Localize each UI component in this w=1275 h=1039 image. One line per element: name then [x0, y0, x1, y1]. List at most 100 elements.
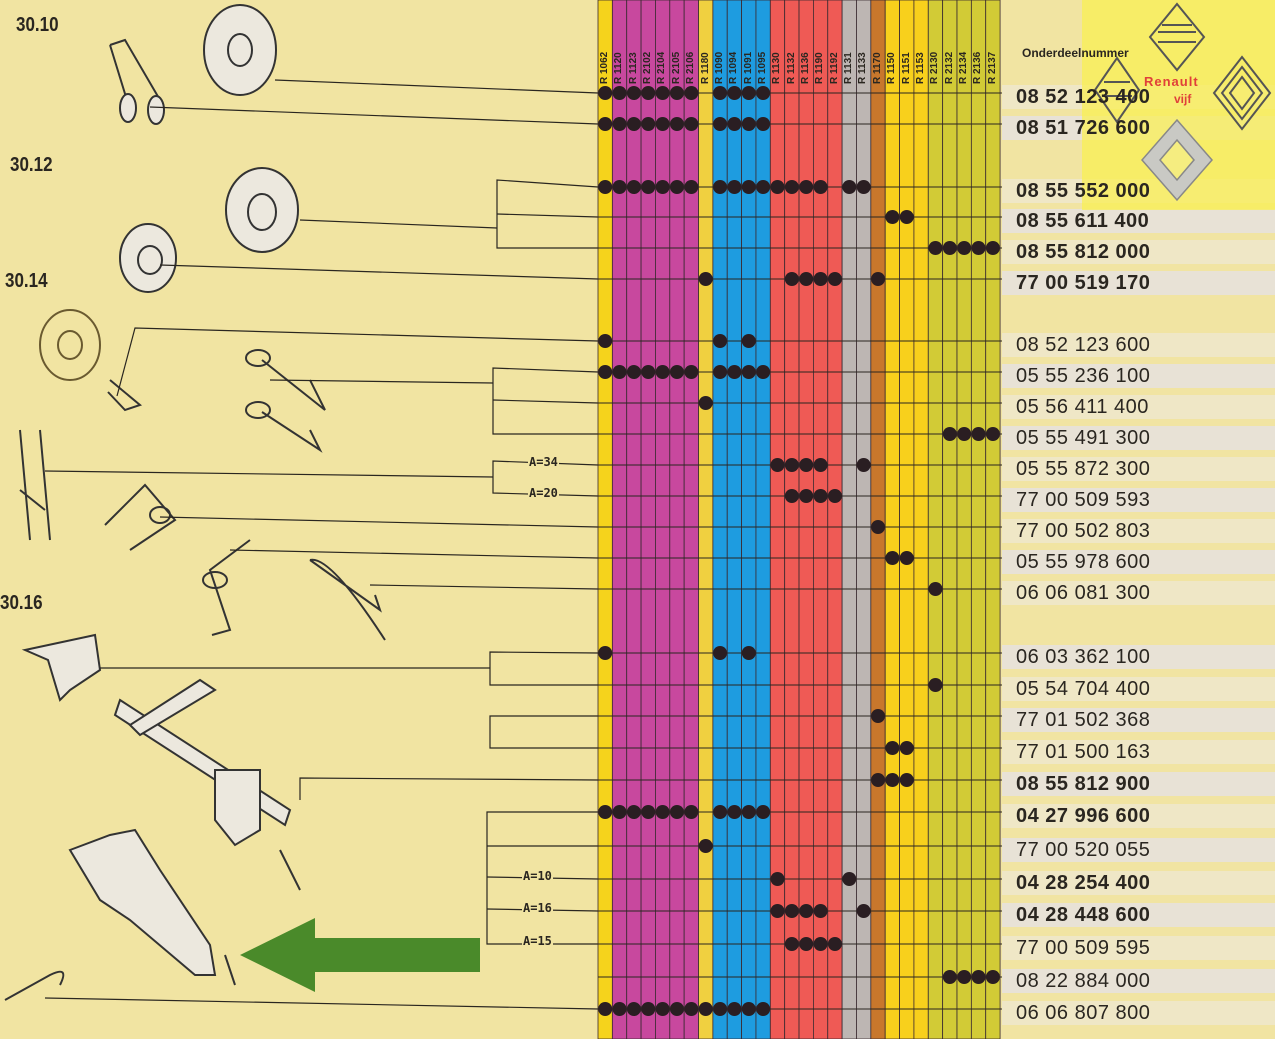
row-stripe — [1002, 677, 1275, 701]
fitment-dot — [669, 180, 684, 194]
model-column-header: R 2104 — [655, 6, 669, 84]
renault-logo-overlay — [1082, 0, 1275, 210]
fitment-dot — [655, 86, 670, 100]
fitment-dot — [756, 805, 771, 819]
fitment-dot — [641, 180, 656, 194]
model-column-header: R 1153 — [914, 6, 928, 84]
model-code: R 1123 — [627, 52, 639, 84]
part-number: 05 56 411 400 — [1016, 396, 1149, 418]
retaining-clip-illustration — [19, 429, 51, 541]
fitment-dot — [784, 937, 799, 951]
fitment-dot — [756, 180, 771, 194]
fitment-dot — [885, 210, 900, 224]
part-number: 05 55 491 300 — [1016, 427, 1151, 449]
model-column-header: R 1120 — [612, 6, 626, 84]
fitment-dot — [612, 1002, 627, 1016]
model-column-header: R 1150 — [885, 6, 899, 84]
dimension-annotation: A=10 — [522, 869, 553, 883]
fitment-dot — [942, 241, 957, 255]
torsion-spring-illustration — [104, 483, 177, 551]
fitment-dot — [669, 365, 684, 379]
fitment-dot — [813, 272, 828, 286]
fitment-dot — [784, 489, 799, 503]
fitment-dot — [669, 805, 684, 819]
fitment-dot — [626, 86, 641, 100]
model-column — [913, 0, 929, 1039]
model-code: R 1151 — [900, 52, 912, 84]
selector-shaft-illustration — [113, 678, 301, 891]
fitment-dot — [985, 241, 1000, 255]
fitment-dot — [971, 241, 986, 255]
fitment-dot — [799, 458, 814, 472]
fitment-dot — [713, 365, 728, 379]
row-stripe — [1002, 838, 1275, 862]
parts-illustrations — [4, 4, 599, 1010]
fitment-dot — [626, 805, 641, 819]
model-column-header: R 1091 — [742, 6, 756, 84]
fitment-dot — [669, 86, 684, 100]
model-column-header: R 1123 — [627, 6, 641, 84]
fitment-dot — [713, 117, 728, 131]
part-number: 77 01 502 368 — [1016, 709, 1151, 731]
fitment-dot — [641, 117, 656, 131]
model-column-header: R 1094 — [727, 6, 741, 84]
row-stripe — [1002, 364, 1275, 388]
model-column-header: R 2132 — [943, 6, 957, 84]
fitment-dot — [899, 741, 914, 755]
row-stripe — [1002, 550, 1275, 574]
fitment-dot — [856, 904, 871, 918]
fitment-dot — [957, 970, 972, 984]
section-label: 30.12 — [10, 154, 53, 176]
model-column — [640, 0, 656, 1039]
fitment-dot — [655, 117, 670, 131]
fitment-dot — [669, 117, 684, 131]
model-column-header: R 1180 — [699, 6, 713, 84]
part-number: 77 00 519 170 — [1016, 272, 1151, 294]
fitment-dot — [598, 365, 613, 379]
fitment-dot — [626, 365, 641, 379]
model-column — [956, 0, 972, 1039]
section-label: 30.10 — [16, 14, 59, 36]
model-column-header: R 2102 — [641, 6, 655, 84]
model-code: R 2104 — [656, 51, 668, 84]
model-column-header: R 2106 — [684, 6, 698, 84]
coil-spring-illustration — [202, 539, 251, 636]
model-code: R 2105 — [670, 51, 682, 84]
model-column-header: R 1136 — [799, 6, 813, 84]
overlay-subtitle-text: vijf — [1174, 92, 1192, 106]
thrust-bearing-illustration — [203, 4, 277, 96]
model-column-header: R 1131 — [842, 6, 856, 84]
fitment-dot — [684, 117, 699, 131]
part-number: 05 54 704 400 — [1016, 678, 1151, 700]
fitment-dot — [727, 117, 742, 131]
fitment-dot — [713, 334, 728, 348]
spring-clip-illustration — [109, 38, 165, 125]
fitment-dot — [612, 805, 627, 819]
fitment-dot — [784, 458, 799, 472]
fitment-dot — [813, 458, 828, 472]
fitment-dot — [698, 839, 713, 853]
fitment-dot — [856, 180, 871, 194]
fitment-dot — [655, 805, 670, 819]
bearing-with-clip-illustration — [39, 309, 143, 412]
fitment-dot — [655, 365, 670, 379]
fitment-dot — [756, 1002, 771, 1016]
fitment-dot — [942, 427, 957, 441]
fitment-dot — [971, 970, 986, 984]
model-column — [683, 0, 699, 1039]
fitment-dot — [842, 180, 857, 194]
fitment-dot — [799, 272, 814, 286]
part-number: 06 06 081 300 — [1016, 582, 1151, 604]
part-number: 05 55 236 100 — [1016, 365, 1151, 387]
model-column — [798, 0, 814, 1039]
release-bearing-illustration — [225, 167, 299, 253]
fitment-dot — [799, 489, 814, 503]
fitment-dot — [598, 334, 613, 348]
model-column-header: R 2105 — [670, 6, 684, 84]
model-column-header: R 1095 — [756, 6, 770, 84]
spring-hook-illustration — [4, 970, 65, 1001]
model-code: R 2130 — [929, 51, 941, 84]
fitment-dot — [899, 773, 914, 787]
fitment-dot — [741, 180, 756, 194]
fitment-dot — [813, 180, 828, 194]
